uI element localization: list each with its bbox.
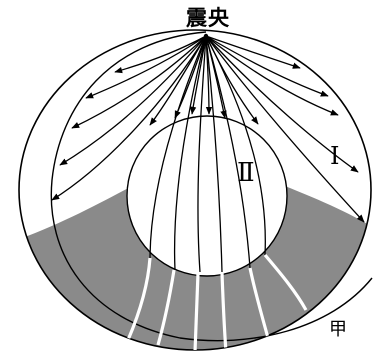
mantle-boundary	[50, 31, 373, 342]
core-ray-1	[149, 35, 207, 261]
white-ray-2	[156, 269, 176, 346]
ray-right-6	[205, 35, 259, 125]
epicenter-point	[203, 33, 209, 39]
region-i-label: Ⅰ	[330, 142, 340, 170]
white-ray-5	[248, 267, 270, 339]
white-ray-3	[193, 272, 200, 350]
core-ray-2	[173, 35, 207, 271]
epicenter-label: 震央	[186, 6, 230, 30]
ray-left-2	[85, 35, 207, 99]
ray-left-6	[149, 35, 207, 126]
core-ray-5	[205, 35, 251, 269]
region-ii-label: Ⅱ	[237, 158, 255, 188]
inner-core	[127, 116, 287, 276]
ray-right-1	[205, 35, 301, 69]
white-ray-4	[220, 272, 228, 350]
ray-left-4	[59, 35, 207, 166]
core-ray-3	[197, 35, 207, 273]
ray-right-2	[205, 35, 329, 97]
ray-right-4	[205, 35, 359, 173]
ray-left-3	[71, 35, 207, 129]
white-ray-6	[263, 253, 308, 311]
seismic-rays	[51, 35, 365, 273]
inner-core-outline	[126, 115, 288, 277]
point-jia-label: 甲	[329, 319, 347, 340]
ray-right-3	[205, 35, 339, 116]
white-ray-1	[126, 257, 152, 341]
core-ray-4	[205, 35, 223, 273]
ray-left-1	[114, 35, 207, 74]
ray-left-5	[51, 35, 207, 201]
core-ray-6	[205, 35, 266, 256]
ray-right-5	[205, 35, 365, 223]
refracted-rays	[126, 253, 308, 350]
